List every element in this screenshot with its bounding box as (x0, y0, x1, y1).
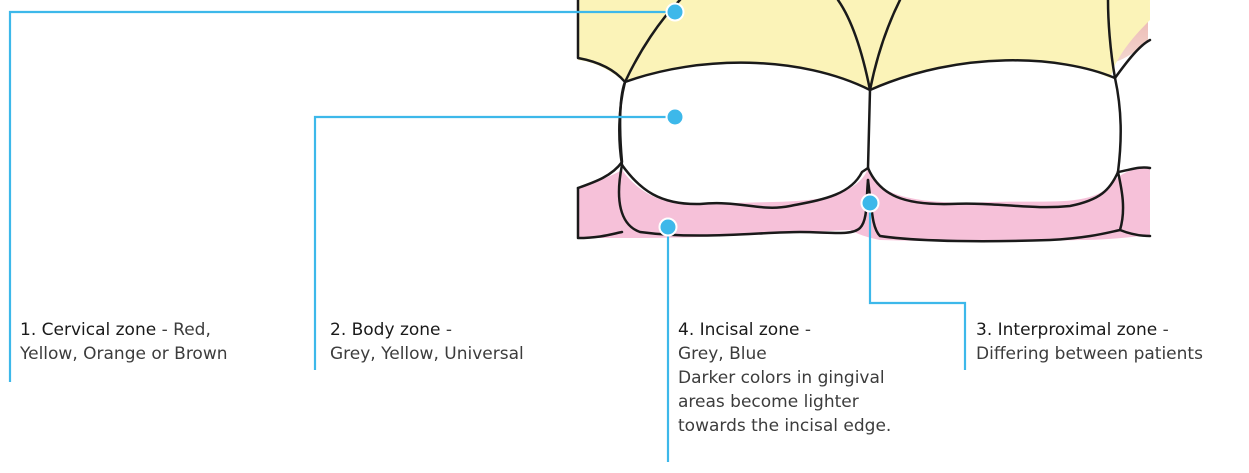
cervical-zone-desc-2: Yellow, Orange or Brown (20, 342, 228, 366)
incisal-zone-desc-2: Darker colors in gingival (678, 366, 891, 390)
incisal-zone-desc-1: Grey, Blue (678, 342, 891, 366)
incisal-leader-dot (660, 219, 677, 236)
cervical-zone-desc-1: Red, (173, 320, 211, 340)
incisal-zone-label: 4. Incisal zone - Grey, Blue Darker colo… (678, 318, 891, 438)
interproximal-zone-name: 3. Interproximal zone (976, 320, 1157, 340)
body-zone-separator: - (441, 320, 453, 340)
interproximal-zone-label: 3. Interproximal zone - Differing betwee… (976, 318, 1203, 366)
incisal-zone-desc-3: areas become lighter (678, 390, 891, 414)
body-zone-label: 2. Body zone - Grey, Yellow, Universal (330, 318, 524, 366)
interproximal-leader-dot (862, 195, 879, 212)
body-zone-desc-1: Grey, Yellow, Universal (330, 342, 524, 366)
cervical-zone-label: 1. Cervical zone - Red, Yellow, Orange o… (20, 318, 228, 366)
incisal-zone-desc-4: towards the incisal edge. (678, 414, 891, 438)
body-leader-dot (667, 109, 684, 126)
body-zone-name: 2. Body zone (330, 320, 441, 340)
cervical-zone-name: 1. Cervical zone (20, 320, 156, 340)
cervical-zone (578, 0, 1150, 90)
incisal-zone-name: 4. Incisal zone (678, 320, 799, 340)
incisal-zone-separator: - (799, 320, 811, 340)
cervical-leader-dot (667, 4, 684, 21)
interproximal-zone-separator: - (1157, 320, 1169, 340)
cervical-zone-separator: - (156, 320, 173, 340)
interproximal-zone-desc-1: Differing between patients (976, 342, 1203, 366)
